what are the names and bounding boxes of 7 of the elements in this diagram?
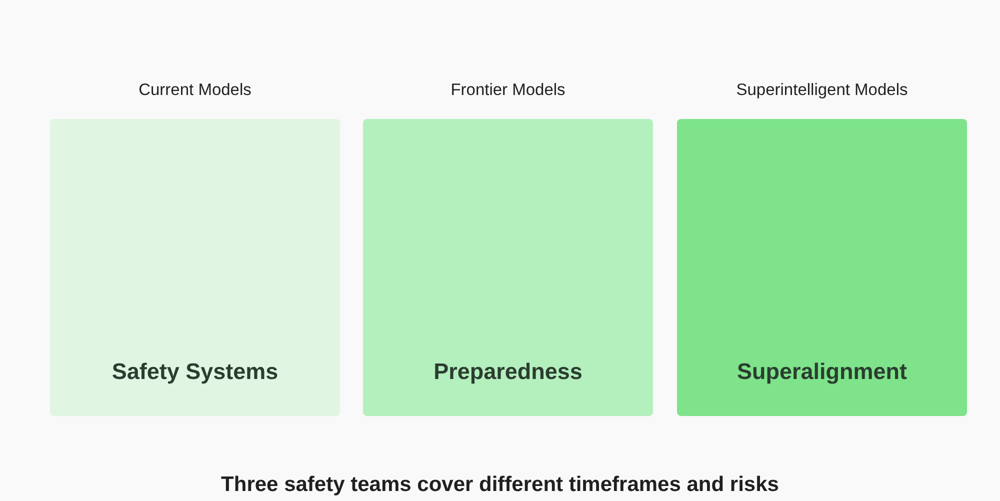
category-heading: Superintelligent Models bbox=[736, 81, 908, 100]
team-name: Preparedness bbox=[434, 359, 582, 385]
category-heading: Frontier Models bbox=[450, 81, 566, 100]
caption: Three safety teams cover different timeframes and risks bbox=[221, 473, 779, 497]
team-name: Safety Systems bbox=[112, 359, 278, 385]
team-name: Superalignment bbox=[736, 359, 908, 385]
category-heading: Current Models bbox=[138, 81, 252, 100]
